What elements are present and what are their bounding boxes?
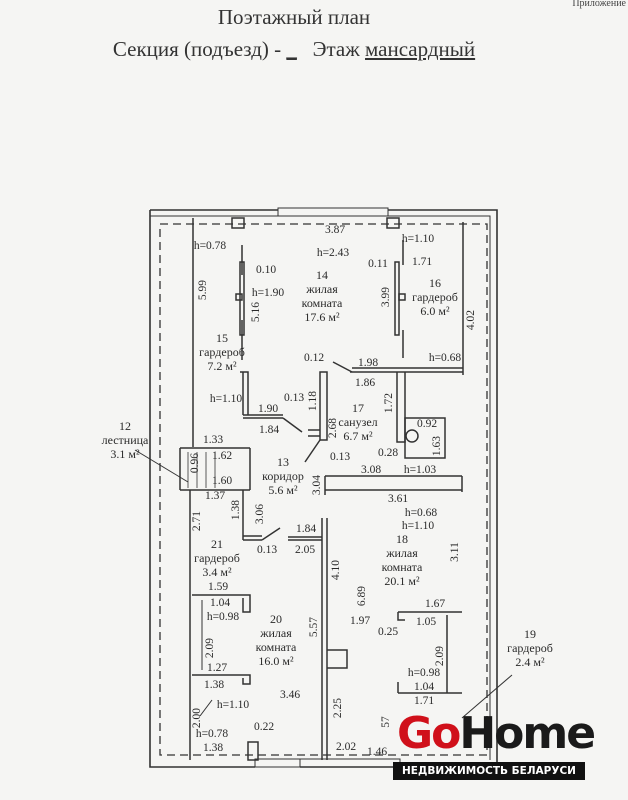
interior-walls [134,217,513,761]
dim: 57 [380,716,392,728]
dim: h=0.78 [195,728,229,740]
dim: 2.68 [327,417,339,439]
dim: 1.37 [204,490,226,502]
dim: 5.99 [197,279,209,301]
document-title: Поэтажный план [217,5,371,29]
dim: 3.99 [380,286,392,308]
dim: 1.33 [202,434,224,446]
appendix-note: Приложение [572,0,626,9]
dim: h=1.10 [401,520,435,532]
dim: 5.16 [250,301,262,323]
dim: 3.61 [387,493,409,505]
logo-tagline: НЕДВИЖИМОСТЬ БЕЛАРУСИ [393,762,585,780]
dim: 2.02 [335,741,357,753]
section-value: _ [286,37,297,61]
dim: 1.46 [366,746,388,758]
dim: 1.59 [207,581,229,593]
floor-value: мансардный [365,37,476,61]
dim: 0.22 [253,721,275,733]
dim: 0.92 [416,418,438,430]
dim: 2.09 [434,645,446,667]
dim: 1.72 [383,392,395,414]
dim: h=0.68 [404,507,438,519]
dim: 1.04 [209,597,231,609]
dim: h=1.10 [401,233,435,245]
dim: 1.84 [258,424,280,436]
roof-slope-lines [159,223,488,756]
dim: h=1.90 [251,287,285,299]
dim: 1.18 [307,390,319,412]
dim: 6.89 [356,585,368,607]
dim: 3.06 [254,503,266,525]
dim: h=0.78 [193,240,227,252]
dim: 3.08 [360,464,382,476]
dim: 2.05 [294,544,316,556]
dim: h=2.43 [316,247,350,259]
dim: 1.90 [257,403,279,415]
section-label: Секция (подъезд) - [112,37,282,61]
dim: 1.38 [203,679,225,691]
dim: 3.46 [279,689,301,701]
dim: 1.38 [202,742,224,754]
dim: 3.04 [311,474,323,496]
logo-home: Home [459,708,596,759]
dim: 3.11 [449,542,461,562]
dim: h=0.98 [407,667,441,679]
dim: 3.87 [324,224,346,236]
section-floor-line: Секция (подъезд) - _ Этаж мансардный [0,37,608,62]
dim: 2.25 [332,697,344,719]
dim: 5.57 [308,616,320,638]
dim: 0.13 [256,544,278,556]
dim: 1.05 [415,616,437,628]
dim: 0.12 [303,352,325,364]
dim: 0.25 [377,626,399,638]
outer-walls [149,207,498,768]
dim: h=1.03 [403,464,437,476]
dim: 1.86 [354,377,376,389]
dim: 0.10 [255,264,277,276]
floor-label: Этаж [312,37,360,61]
dim: h=0.68 [428,352,462,364]
dim: 2.71 [191,510,203,532]
dim: 4.10 [330,559,342,581]
dim: 1.98 [357,357,379,369]
dim: 1.38 [230,499,242,521]
dim: 1.27 [206,662,228,674]
dim: 1.62 [211,450,233,462]
dim: 2.09 [204,637,216,659]
dim: 0.96 [189,452,201,474]
dim: 4.02 [465,309,477,331]
dim: h=1.10 [216,699,250,711]
dim: 0.13 [329,451,351,463]
gohome-watermark-logo: GoHome НЕДВИЖИМОСТЬ БЕЛАРУСИ [393,708,596,782]
dim: 1.67 [424,598,446,610]
dim: 0.13 [283,392,305,404]
dim: h=1.10 [209,393,243,405]
dim: 1.71 [411,256,433,268]
dim: 1.71 [413,695,435,707]
dim: 2.00 [191,707,203,729]
dim: h=0.98 [206,611,240,623]
logo-go: Go [397,708,461,759]
dim: 0.11 [368,258,388,270]
dim: 0.28 [377,447,399,459]
dim: 1.60 [211,475,233,487]
dim: 1.84 [295,523,317,535]
dim: 1.04 [413,681,435,693]
dim: 1.97 [349,615,371,627]
dim: 1.63 [431,435,443,457]
